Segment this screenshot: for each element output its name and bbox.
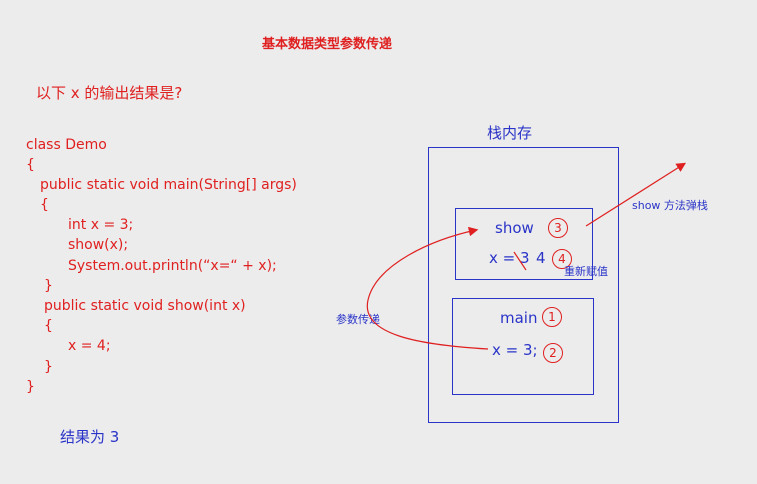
code-line: {	[26, 157, 35, 173]
main-x-value: x = 3;	[492, 341, 538, 359]
show-x-old-value: x = 3	[489, 249, 530, 267]
step-marker: 4	[552, 249, 572, 269]
param-pass-arrow	[366, 226, 489, 350]
answer-text: 结果为 3	[60, 428, 120, 446]
code-line: public static void main(String[] args)	[40, 177, 297, 193]
slide-title: 基本数据类型参数传递	[262, 37, 393, 52]
step-marker: 1	[542, 307, 562, 327]
show-x-new-value: 4	[536, 249, 546, 267]
code-line: }	[44, 278, 53, 294]
strike-mark	[513, 251, 527, 271]
code-line: System.out.println(“x=“ + x);	[68, 258, 277, 274]
code-line: {	[40, 197, 49, 213]
question-text: 以下 x 的输出结果是?	[36, 84, 183, 102]
code-line: }	[26, 379, 35, 395]
pop-stack-note: show 方法弹栈	[632, 199, 708, 212]
show-frame-name: show	[495, 219, 534, 237]
code-line: {	[44, 318, 53, 334]
reassign-note: 重新赋值	[564, 265, 608, 278]
code-line: }	[44, 359, 53, 375]
code-line: x = 4;	[68, 338, 111, 354]
step-marker: 3	[548, 218, 568, 238]
main-frame-name: main	[500, 309, 538, 327]
code-line: class Demo	[26, 137, 107, 153]
code-line: show(x);	[68, 237, 129, 253]
pop-stack-arrow	[585, 162, 687, 227]
code-line: int x = 3;	[68, 217, 134, 233]
stack-memory-label: 栈内存	[487, 124, 533, 142]
code-line: public static void show(int x)	[44, 298, 246, 314]
param-pass-note: 参数传递	[336, 313, 380, 326]
step-marker: 2	[543, 343, 563, 363]
show-frame	[455, 208, 593, 280]
stack-memory-box	[428, 147, 619, 423]
